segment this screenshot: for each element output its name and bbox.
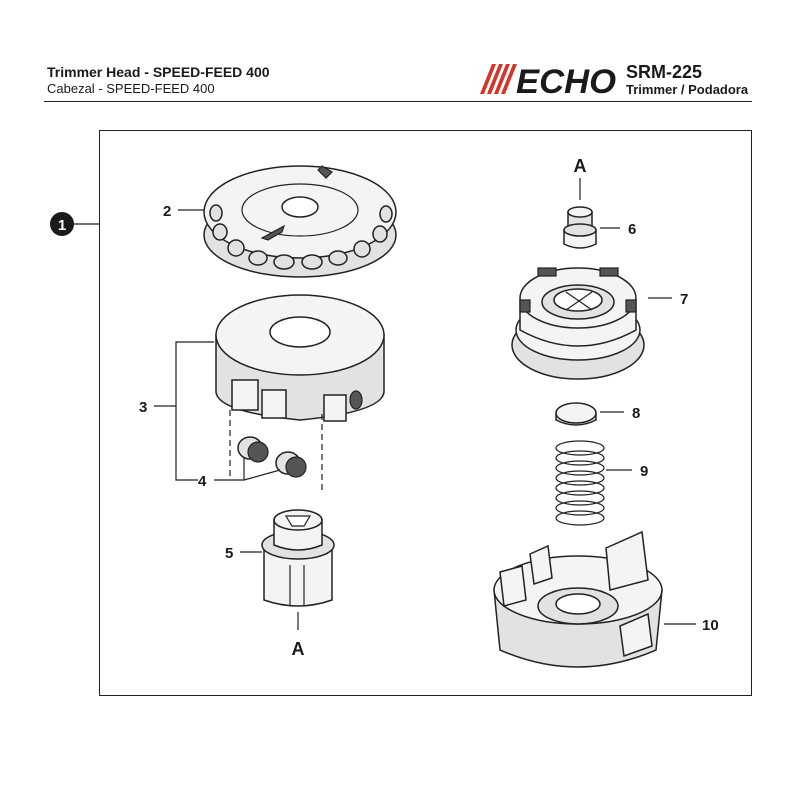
part-5-shaft	[261, 509, 335, 607]
part-6-nut	[563, 206, 597, 249]
part-10-base	[493, 530, 663, 668]
svg-text:1: 1	[58, 217, 66, 234]
part-9-spring	[555, 440, 605, 526]
part-4-grommets	[229, 410, 323, 492]
callout-9: 9	[640, 463, 648, 480]
page-title: Trimmer Head - SPEED-FEED 400	[47, 64, 270, 80]
assembly-frame	[99, 130, 752, 696]
model-description: Trimmer / Podadora	[626, 82, 749, 97]
callout-2: 2	[163, 203, 171, 220]
part-3-housing	[215, 294, 385, 422]
callout-10: 10	[702, 617, 719, 634]
callout-3: 3	[139, 399, 147, 416]
header-rule	[44, 101, 752, 102]
part-7-spool	[511, 267, 645, 380]
callout-4: 4	[198, 473, 207, 490]
model-number: SRM-225	[626, 62, 703, 82]
echo-wordmark: ECHO	[516, 63, 616, 96]
part-8-cap	[555, 402, 597, 426]
ref-a-top: A	[574, 156, 587, 176]
callout-7: 7	[680, 291, 688, 308]
page-subtitle: Cabezal - SPEED-FEED 400	[47, 81, 215, 96]
part-2-cover	[203, 165, 397, 278]
callout-6: 6	[628, 221, 636, 238]
assembly-callout: 1	[50, 212, 99, 236]
ref-a-bottom: A	[292, 639, 305, 659]
callout-5: 5	[225, 545, 233, 562]
callout-8: 8	[632, 405, 640, 422]
echo-logo: ECHO	[480, 63, 616, 96]
